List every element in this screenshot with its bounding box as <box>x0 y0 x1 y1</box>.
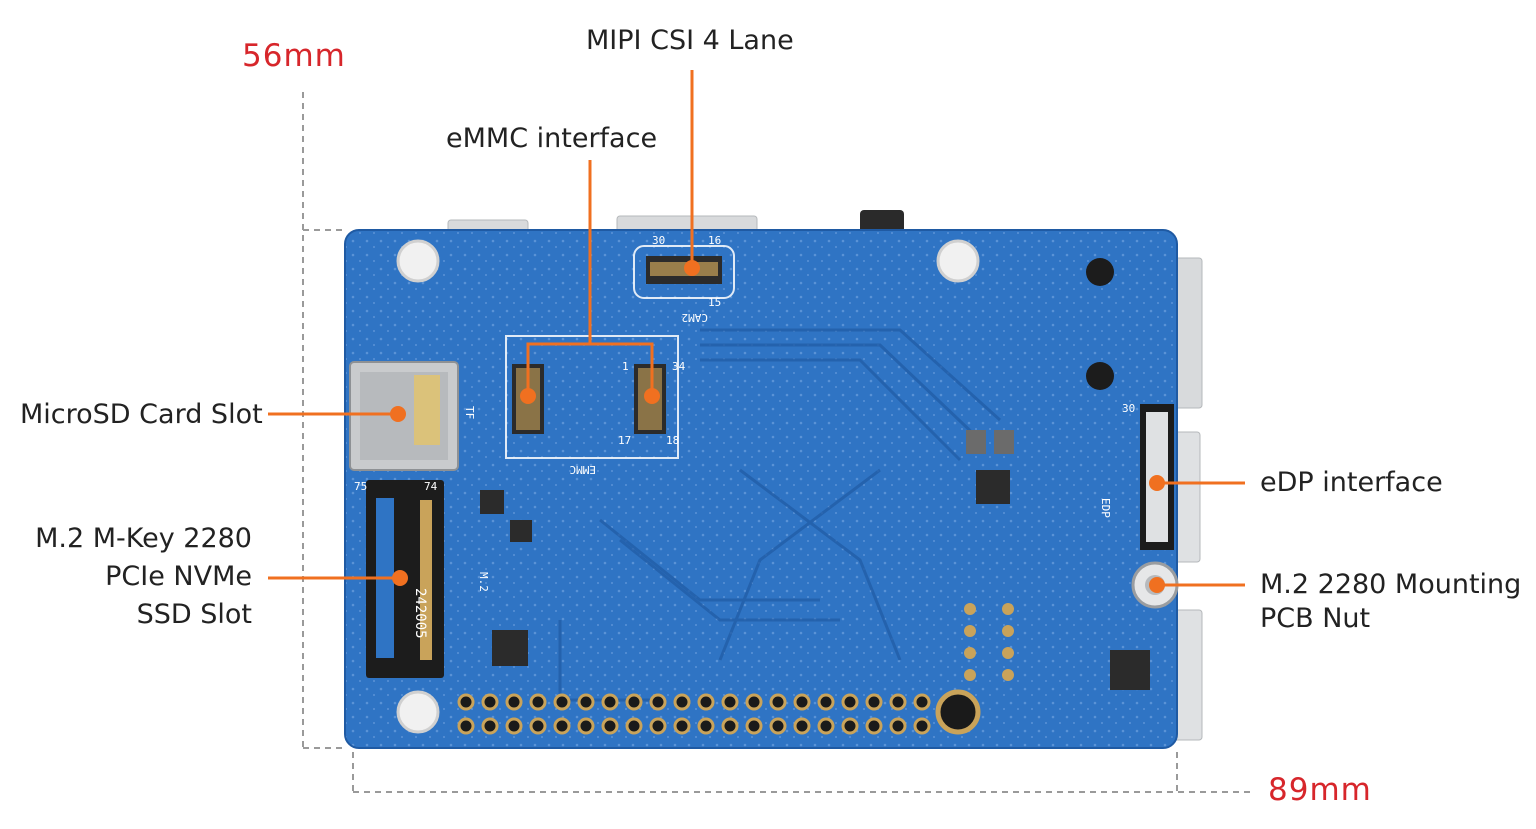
silk-pin16: 16 <box>708 234 721 247</box>
m2-callout-label-line3: SSD Slot <box>136 599 252 630</box>
callout-lines <box>268 70 1245 587</box>
gpio-pin-hole <box>769 693 787 711</box>
gpio-pin-hole <box>553 693 571 711</box>
gpio-pin-hole <box>457 693 475 711</box>
gpio-pin-hole <box>745 717 763 735</box>
gpio-pin-hole <box>625 717 643 735</box>
mipi-callout-label: MIPI CSI 4 Lane <box>586 25 794 56</box>
gpio-pin-hole <box>673 693 691 711</box>
silk-code: 242005 <box>412 588 428 639</box>
nut-callout-label-line1: M.2 2280 Mounting <box>1260 569 1522 600</box>
gpio-pin-hole <box>889 693 907 711</box>
width-dimension-label: 89mm <box>1268 772 1372 808</box>
chips <box>480 430 1150 690</box>
gpio-pin-hole <box>769 717 787 735</box>
gpio-pin-hole <box>481 717 499 735</box>
gpio-pin-hole <box>529 693 547 711</box>
gpio-pin-hole <box>913 717 931 735</box>
gpio-pin-hole <box>721 693 739 711</box>
gpio-pin-hole <box>577 693 595 711</box>
gpio-pin-hole <box>649 693 667 711</box>
gpio-pin-hole <box>865 693 883 711</box>
gpio-pin-hole <box>529 717 547 735</box>
gpio-pin-hole <box>601 693 619 711</box>
gpio-pin-hole <box>673 717 691 735</box>
gpio-pin-hole <box>913 693 931 711</box>
callout-dots <box>390 260 1165 593</box>
gpio-pin-hole <box>697 717 715 735</box>
pcb-board <box>344 229 1178 749</box>
gpio-pin-hole <box>889 717 907 735</box>
silk-pin30b: 30 <box>1122 402 1135 415</box>
gpio-pin-hole <box>649 717 667 735</box>
silk-pin1: 1 <box>622 360 629 373</box>
edp-callout-label: eDP interface <box>1260 467 1443 498</box>
silk-pin30a: 30 <box>652 234 665 247</box>
gpio-pin-hole <box>553 717 571 735</box>
silk-emmc: EMMC <box>570 463 597 476</box>
gpio-pin-hole <box>721 717 739 735</box>
silk-tf: TF <box>463 406 476 419</box>
screws <box>1086 258 1114 390</box>
silk-pin75: 75 <box>354 480 367 493</box>
silk-pin17: 17 <box>618 434 631 447</box>
gpio-pin-hole <box>481 693 499 711</box>
gpio-pin-hole <box>865 717 883 735</box>
nut-callout-label-line2: PCB Nut <box>1260 603 1371 634</box>
gpio-pin-hole <box>577 717 595 735</box>
silk-pin74: 74 <box>424 480 438 493</box>
gpio-pin-hole <box>505 693 523 711</box>
mounting-holes <box>396 239 981 735</box>
microsd-callout-label: MicroSD Card Slot <box>20 399 263 430</box>
silk-edp: EDP <box>1099 498 1112 518</box>
gpio-pin-hole <box>841 693 859 711</box>
silk-cam2: CAM2 <box>682 311 709 324</box>
silk-pin34: 34 <box>672 360 686 373</box>
cam2-connector <box>633 245 735 299</box>
m2-callout-label-line1: M.2 M-Key 2280 <box>35 523 252 554</box>
height-dimension-label: 56mm <box>242 38 346 74</box>
silk-m2: M.2 <box>477 572 490 592</box>
silk-pin15: 15 <box>708 296 721 309</box>
gpio-pin-hole <box>625 693 643 711</box>
gpio-header <box>457 693 931 735</box>
gpio-pin-hole <box>793 717 811 735</box>
gpio-pin-hole <box>601 717 619 735</box>
silkscreen-text: CAM2 EMMC EDP TF M.2 30 16 15 34 1 17 18… <box>354 234 1135 639</box>
silk-pin18: 18 <box>666 434 679 447</box>
gpio-pin-hole <box>841 717 859 735</box>
gpio-pin-hole <box>817 717 835 735</box>
gpio-pin-hole <box>817 693 835 711</box>
gpio-pin-hole <box>505 717 523 735</box>
emmc-callout-label: eMMC interface <box>446 123 658 154</box>
gpio-pin-hole <box>457 717 475 735</box>
pin-holes <box>964 603 1014 681</box>
m2-callout-label-line2: PCIe NVMe <box>105 561 252 592</box>
dimension-lines <box>302 92 1253 793</box>
gpio-pin-hole <box>697 693 715 711</box>
gpio-pin-hole <box>793 693 811 711</box>
gpio-pin-hole <box>745 693 763 711</box>
